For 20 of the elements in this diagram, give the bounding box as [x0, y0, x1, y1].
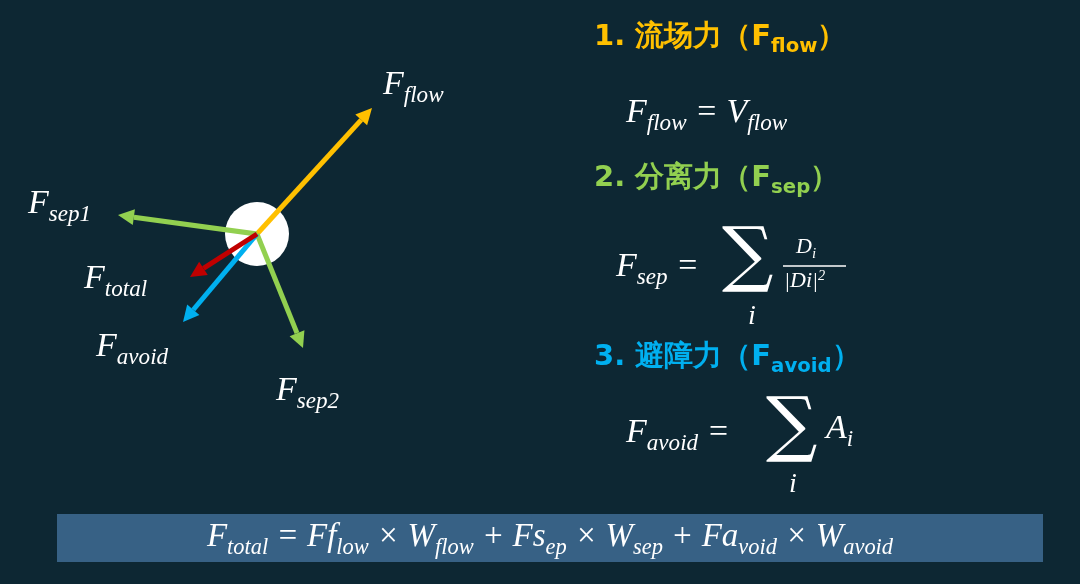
formula-band [57, 514, 1043, 562]
sum-symbol: ∑ [722, 214, 774, 294]
formula: F$_{avoid}$ = [626, 412, 730, 456]
section-heading: 1. 流场力（F$_{flow}$） [594, 20, 847, 57]
denominator: |Di|$^{2}$ [784, 268, 826, 293]
force-label: F$_{flow}$ [383, 64, 444, 108]
section-heading: 3. 避障力（F$_{avoid}$） [594, 340, 861, 377]
force-label: F$_{total}$ [84, 258, 148, 302]
formula: F$_{flow}$ = V$_{flow}$ [626, 92, 788, 136]
numerator: D$_{i}$ [796, 234, 817, 262]
total-force-formula: F$_{total}$ = Ff$_{low}$ × W$_{flow}$ + Fs$_{ep}$ × W$_{sep}$ + Fa$_{void}$ × W$_{avoid}$ [206, 516, 894, 560]
force-label: F$_{avoid}$ [96, 326, 169, 370]
formula: F$_{sep}$ = [616, 246, 700, 290]
force-label: F$_{sep1}$ [28, 183, 92, 227]
sum-index: i [748, 300, 756, 331]
sum-symbol: ∑ [766, 384, 818, 464]
formula-term: A$_{i}$ [826, 408, 854, 452]
section-heading: 2. 分离力（F$_{sep}$） [594, 161, 840, 198]
force-label: F$_{sep2}$ [276, 370, 340, 414]
sum-index: i [789, 468, 797, 499]
